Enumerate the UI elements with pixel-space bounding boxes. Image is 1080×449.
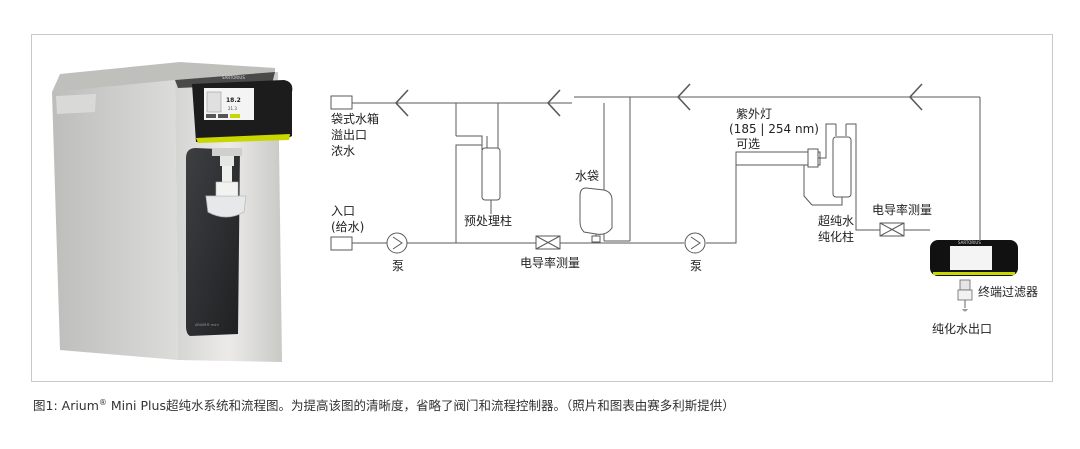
- label-pump-2: 泵: [690, 259, 703, 273]
- label-final-filter: 终端过滤器: [978, 285, 1039, 299]
- inlet-box: [330, 236, 353, 251]
- svg-text:SARTORIUS: SARTORIUS: [958, 240, 981, 245]
- label-bag-overflow-1: 袋式水箱: [331, 112, 380, 126]
- label-water-bag: 水袋: [575, 169, 600, 183]
- label-inlet-2: (给水): [331, 220, 365, 234]
- figure-caption: 图1: Arium® Mini Plus超纯水系统和流程图。为提高该图的清晰度，…: [33, 395, 735, 414]
- label-bag-overflow-2: 溢出口: [331, 128, 368, 142]
- label-uv-3: 可选: [736, 137, 761, 151]
- controller-unit: SARTORIUS: [930, 240, 1018, 312]
- water-bag: [579, 187, 613, 235]
- overflow-box: [330, 95, 353, 110]
- flow-lines: [330, 83, 981, 254]
- flow-arrow-1: [394, 89, 409, 117]
- device-display-sub: 21.3: [228, 106, 237, 111]
- label-ultrapure-2: 纯化柱: [818, 230, 855, 244]
- label-inlet-1: 入口: [331, 204, 356, 218]
- caption-reg: ®: [98, 397, 107, 407]
- ultrapure-column: [832, 136, 852, 198]
- caption-rest: Mini Plus超纯水系统和流程图。为提高该图的清晰度，省略了阀门和流程控制器…: [106, 398, 735, 413]
- flow-arrow-2: [546, 89, 561, 117]
- label-pump-1: 泵: [392, 259, 405, 273]
- flow-arrow-3: [676, 83, 691, 111]
- flow-arrow-4: [908, 83, 923, 111]
- figure-frame: [31, 34, 1053, 382]
- label-uv-1: 紫外灯: [736, 107, 773, 121]
- caption-prefix: 图1: Arium: [33, 398, 99, 413]
- label-conductivity-2: 电导率测量: [872, 203, 933, 217]
- device-photo: 18.2 21.3 SARTORIUS ARIUM® mini: [52, 62, 293, 362]
- device-model: ARIUM® mini: [195, 323, 219, 327]
- label-outlet: 纯化水出口: [932, 322, 993, 336]
- label-uv-2: (185 | 254 nm): [729, 122, 819, 136]
- pump-1: [386, 232, 408, 254]
- uv-lamp: [735, 151, 821, 166]
- device-brand: SARTORIUS: [222, 75, 245, 80]
- label-bag-overflow-3: 浓水: [331, 144, 356, 158]
- pump-2: [684, 232, 706, 254]
- label-ultrapure-1: 超纯水: [818, 214, 855, 228]
- device-display-value: 18.2: [226, 97, 241, 104]
- label-pretreatment: 预处理柱: [464, 214, 513, 228]
- label-conductivity-1: 电导率测量: [520, 256, 581, 270]
- pretreatment-column: [481, 147, 501, 201]
